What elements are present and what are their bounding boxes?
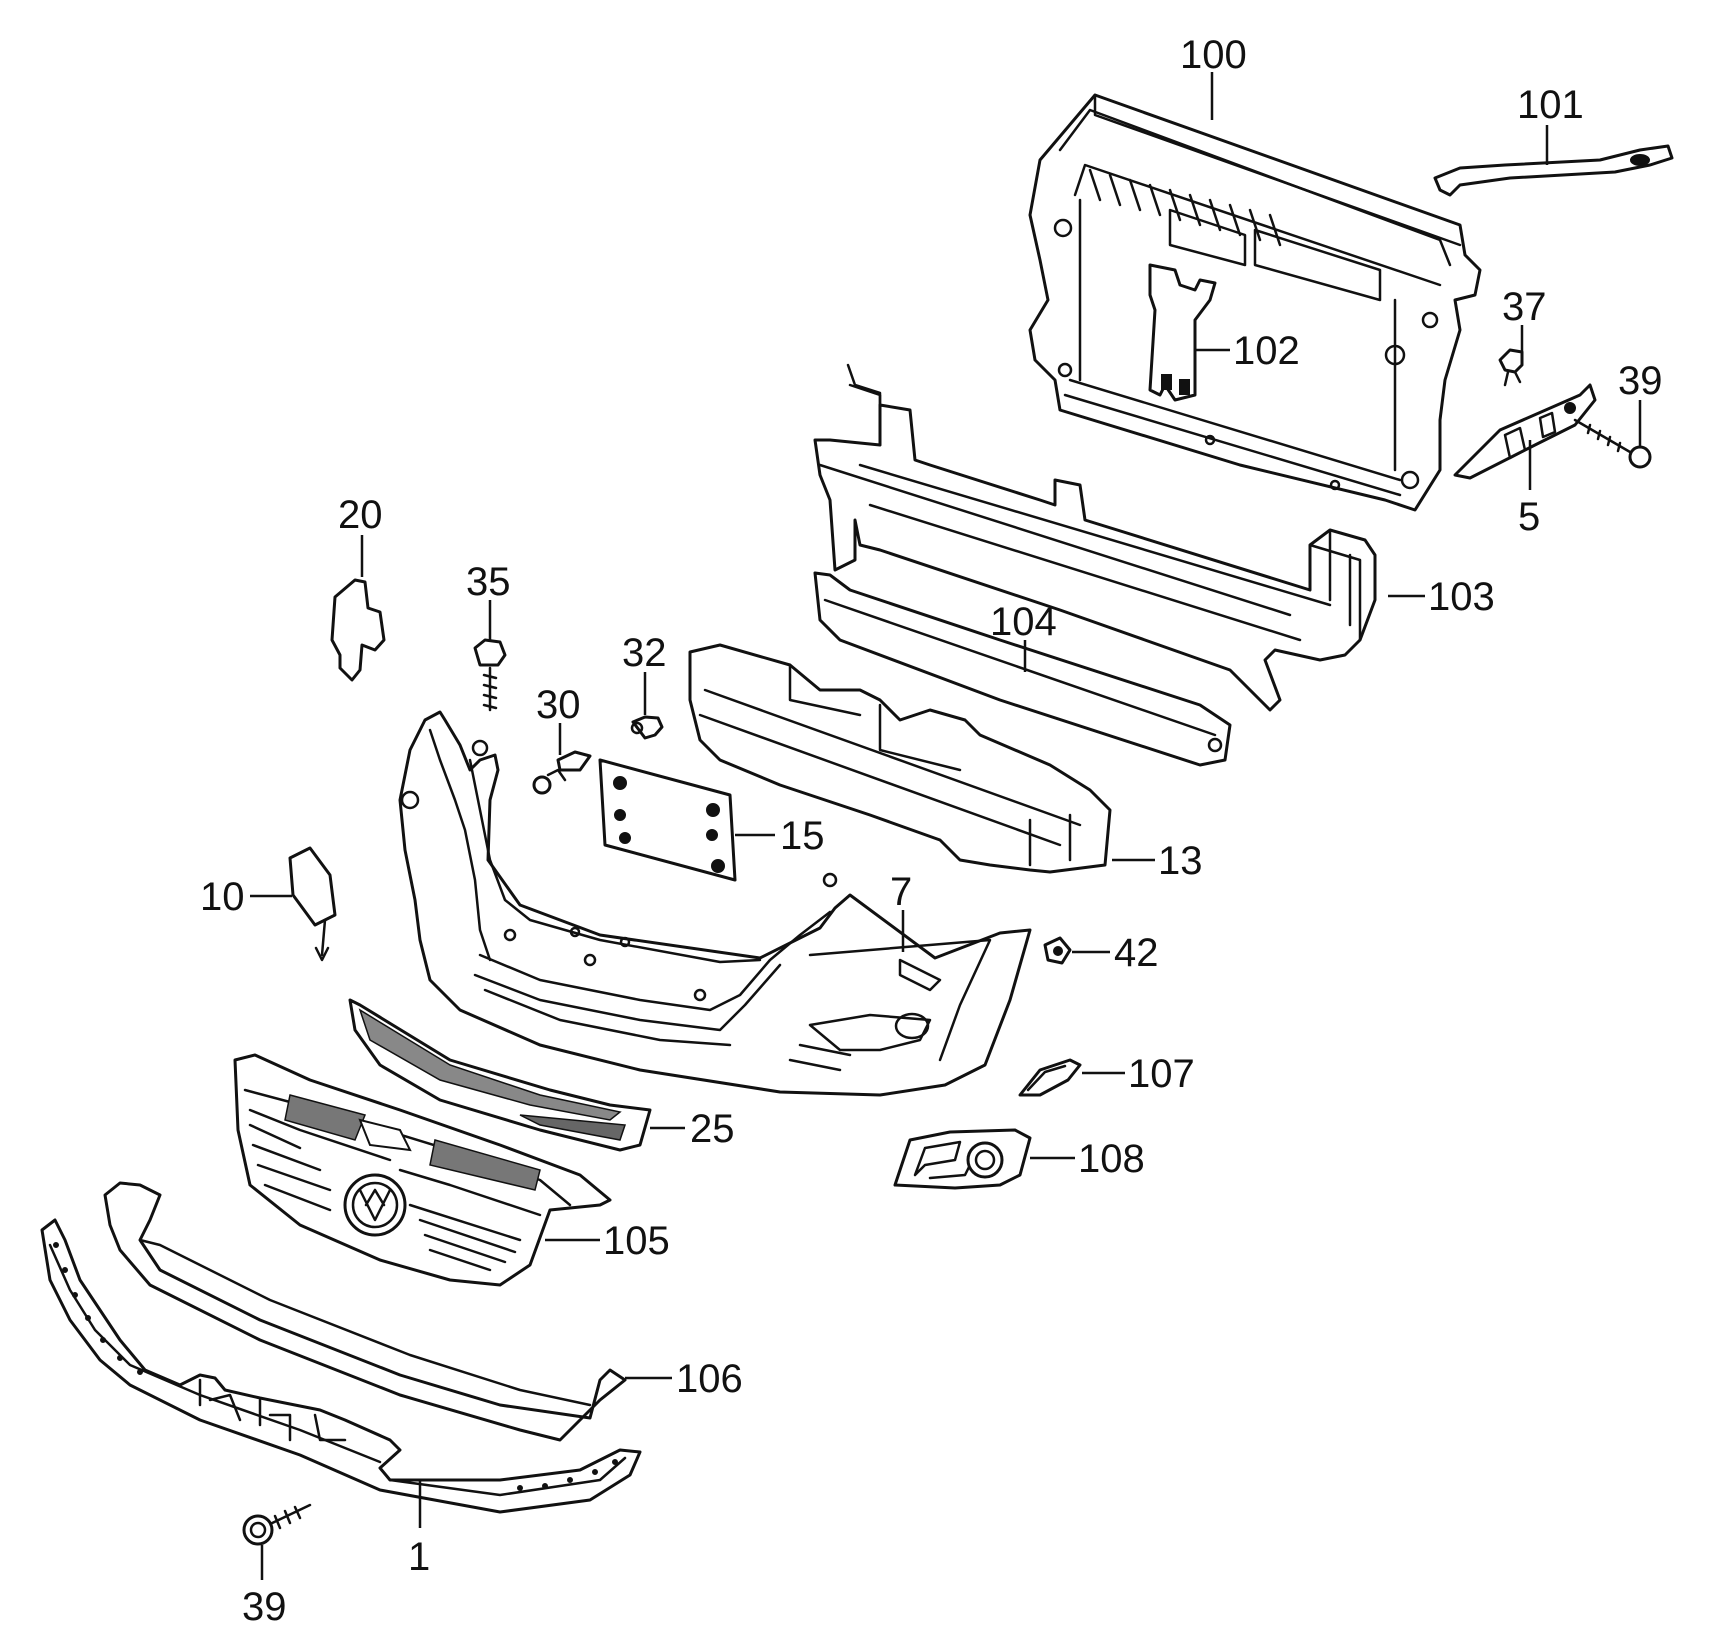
part-5-bracket [1453, 383, 1597, 480]
part-102-bracket [1148, 263, 1217, 402]
callout-102: 102 [1233, 329, 1300, 373]
part-30-rivet [532, 750, 592, 795]
part-106-spoiler [103, 1181, 627, 1442]
part-39-screw-upper [1573, 418, 1652, 469]
callout-104: 104 [990, 600, 1057, 644]
callout-100: 100 [1180, 33, 1247, 77]
callout-30: 30 [536, 683, 581, 727]
callout-106: 106 [676, 1357, 743, 1401]
callout-15: 15 [780, 814, 825, 858]
part-1-lower-trim [40, 1218, 642, 1514]
part-105-radiator-grille [233, 1053, 612, 1287]
callout-5: 5 [1518, 495, 1540, 539]
callout-42: 42 [1114, 931, 1159, 975]
part-108-fog-grille [893, 1128, 1032, 1190]
part-32-clip [630, 715, 664, 740]
part-39-screw-lower [242, 1503, 312, 1546]
callout-32: 32 [622, 631, 667, 675]
part-15-plate-bracket [598, 758, 737, 882]
part-10-tow-cap [288, 846, 337, 962]
part-42-nut [1043, 936, 1072, 965]
part-37-clip [1498, 348, 1524, 387]
part-35-screw [473, 638, 507, 712]
callout-labels: 100 101 102 37 39 5 103 104 20 35 32 30 … [200, 33, 1663, 1629]
callout-103: 103 [1428, 575, 1495, 619]
part-107-cap [1018, 1058, 1082, 1097]
callout-35: 35 [466, 560, 511, 604]
callout-101: 101 [1517, 83, 1584, 127]
callout-39-lower: 39 [242, 1585, 287, 1629]
part-103-bumper-bracket [813, 363, 1377, 712]
part-13-energy-absorber [688, 643, 1112, 874]
part-104-absorber [813, 571, 1232, 767]
callout-1: 1 [408, 1535, 430, 1579]
callout-105: 105 [603, 1219, 670, 1263]
part-100-lock-carrier [1028, 93, 1482, 512]
part-20-bracket [330, 578, 386, 682]
callout-13: 13 [1158, 839, 1203, 883]
callout-20: 20 [338, 493, 383, 537]
part-25-lower-grille [348, 998, 652, 1152]
part-101-strip [1433, 144, 1674, 197]
callout-25: 25 [690, 1107, 735, 1151]
callout-10: 10 [200, 875, 245, 919]
callout-107: 107 [1128, 1052, 1195, 1096]
callout-39-upper: 39 [1618, 359, 1663, 403]
leader-lines [250, 72, 1642, 1580]
callout-7: 7 [890, 870, 912, 914]
callout-108: 108 [1078, 1137, 1145, 1181]
callout-37: 37 [1502, 285, 1547, 329]
part-7-bumper-cover [398, 710, 1032, 1097]
